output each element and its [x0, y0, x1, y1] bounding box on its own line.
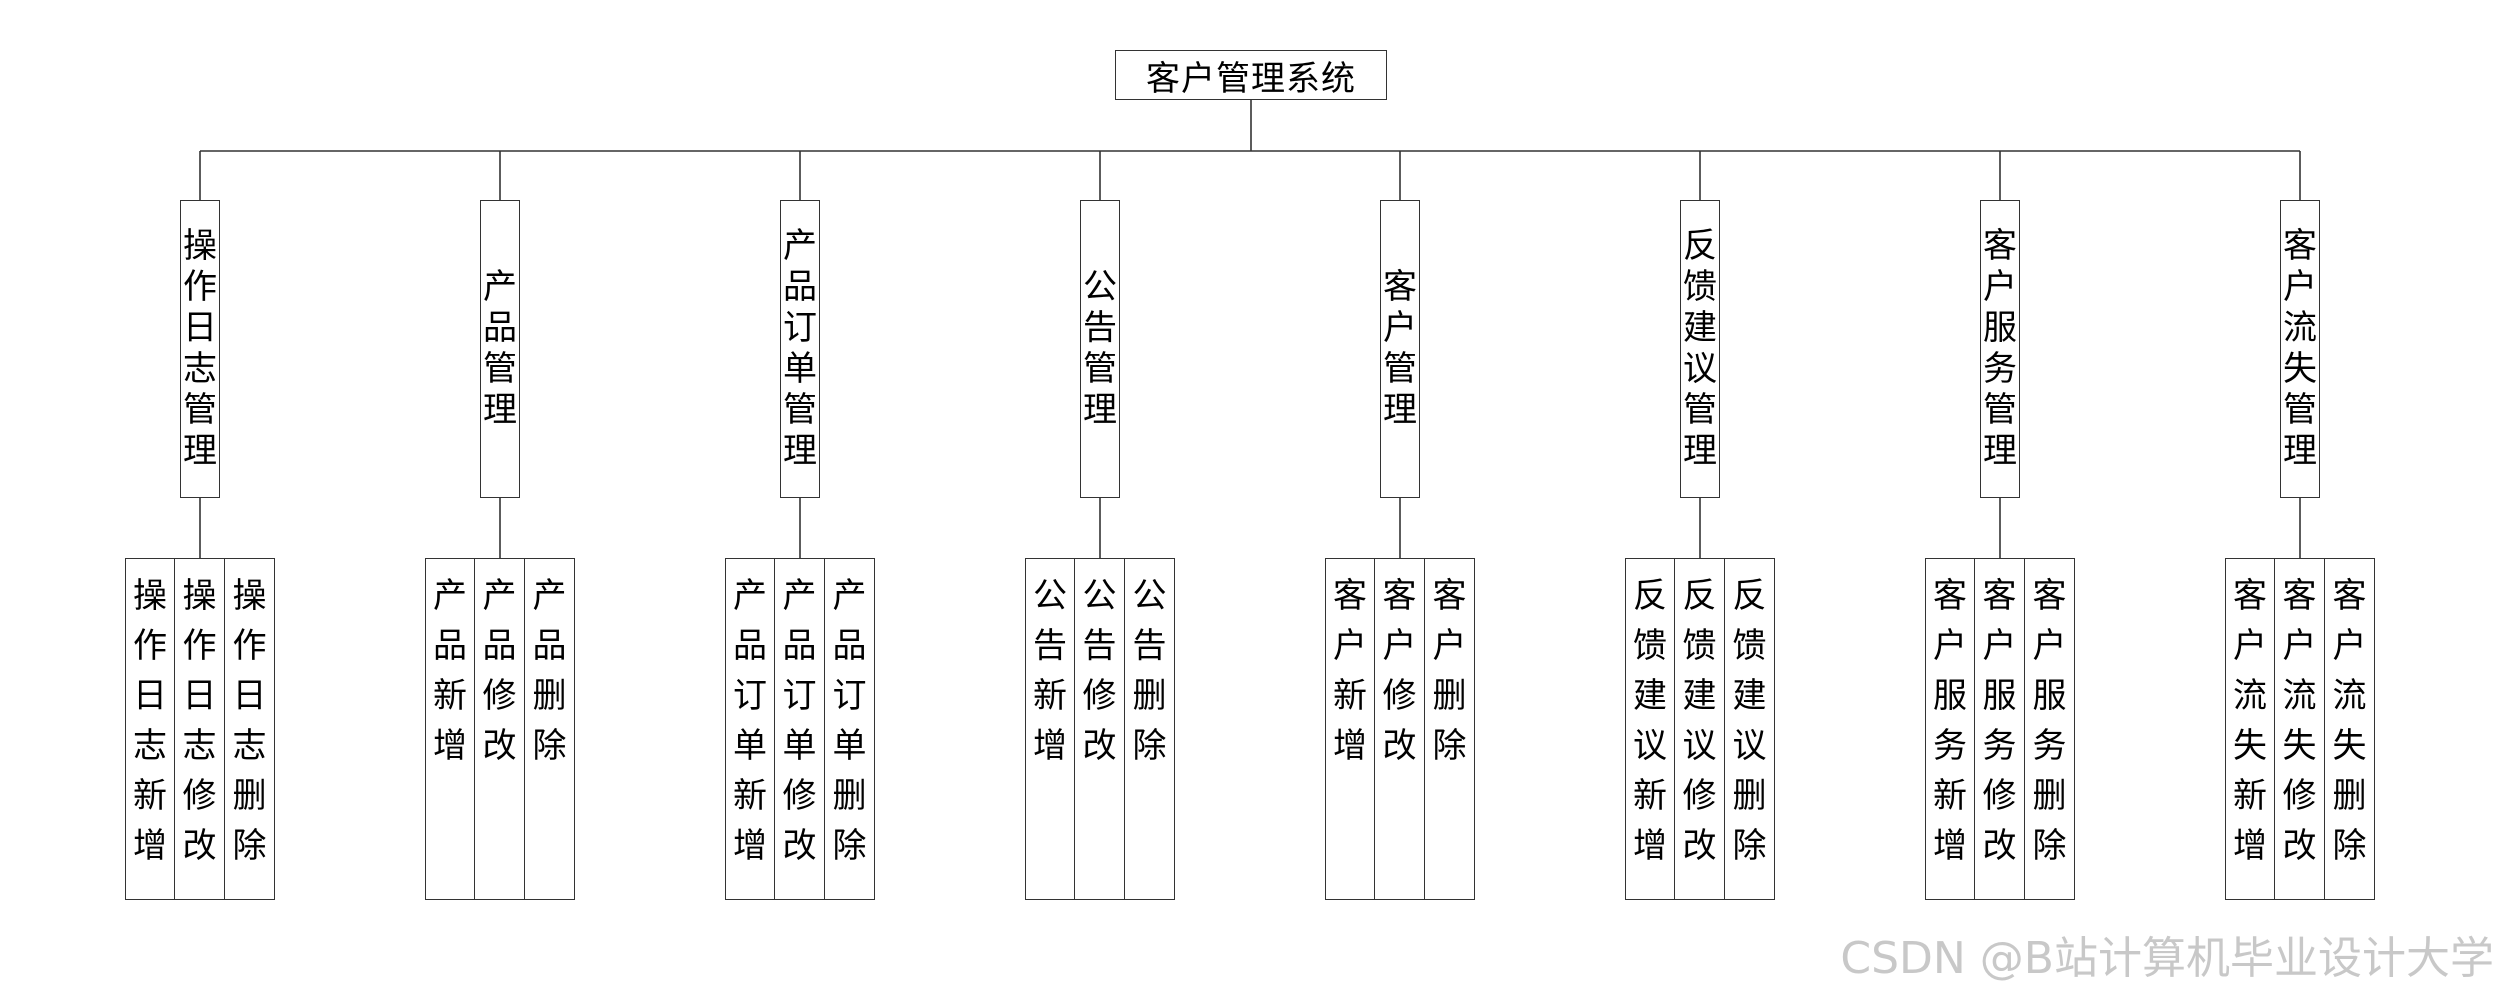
vertical-label: 反馈建议修改 [1682, 576, 1717, 866]
watermark: CSDN @B站计算机毕业设计大学 [1840, 933, 2494, 984]
leaf-node: 公告修改 [1074, 558, 1125, 900]
leaf-node: 公告删除 [1124, 558, 1175, 900]
vertical-label: 客户管理 [1383, 267, 1417, 430]
leaf-node: 产品订单新增 [725, 558, 775, 900]
module-node: 公告管理 [1080, 200, 1120, 498]
vertical-label: 客户服务删除 [2032, 576, 2067, 866]
module-node: 反馈建议管理 [1680, 200, 1720, 498]
vertical-label: 产品订单新增 [733, 576, 767, 866]
vertical-label: 客户服务新增 [1933, 576, 1967, 866]
vertical-label: 客户服务管理 [1983, 226, 2017, 471]
vertical-label: 公告管理 [1083, 267, 1117, 430]
vertical-label: 反馈建议管理 [1683, 226, 1717, 471]
leaf-node: 产品订单修改 [774, 558, 825, 900]
root-label: 客户管理系统 [1146, 58, 1356, 99]
module-node: 操作日志管理 [180, 200, 220, 498]
leaf-node: 产品修改 [474, 558, 525, 900]
leaf-node: 客户流失新增 [2225, 558, 2275, 900]
leaf-node: 客户服务修改 [1974, 558, 2025, 900]
vertical-label: 反馈建议新增 [1633, 576, 1667, 866]
vertical-label: 产品新增 [433, 576, 467, 766]
leaf-node: 客户服务新增 [1925, 558, 1975, 900]
vertical-label: 操作日志删除 [232, 576, 267, 866]
vertical-label: 反馈建议删除 [1732, 576, 1767, 866]
leaf-node: 客户流失删除 [2324, 558, 2375, 900]
leaf-node: 客户新增 [1325, 558, 1375, 900]
vertical-label: 客户流失管理 [2283, 226, 2317, 471]
vertical-label: 客户流失修改 [2282, 576, 2317, 866]
leaf-node: 反馈建议删除 [1724, 558, 1775, 900]
vertical-label: 客户流失删除 [2332, 576, 2367, 866]
leaf-node: 产品订单删除 [824, 558, 875, 900]
leaf-node: 公告新增 [1025, 558, 1075, 900]
leaf-node: 反馈建议修改 [1674, 558, 1725, 900]
vertical-label: 操作日志管理 [183, 226, 217, 471]
vertical-label: 客户新增 [1333, 576, 1367, 766]
module-node: 客户流失管理 [2280, 200, 2320, 498]
leaf-node: 操作日志新增 [125, 558, 175, 900]
root-node: 客户管理系统 [1115, 50, 1387, 100]
module-node: 客户服务管理 [1980, 200, 2020, 498]
leaf-node: 客户服务删除 [2024, 558, 2075, 900]
vertical-label: 客户修改 [1382, 576, 1417, 766]
leaf-node: 客户流失修改 [2274, 558, 2325, 900]
vertical-label: 公告新增 [1033, 576, 1067, 766]
leaf-node: 操作日志修改 [174, 558, 225, 900]
vertical-label: 产品订单删除 [832, 576, 867, 866]
vertical-label: 产品订单修改 [782, 576, 817, 866]
leaf-node: 客户修改 [1374, 558, 1425, 900]
vertical-label: 客户流失新增 [2233, 576, 2267, 866]
module-node: 客户管理 [1380, 200, 1420, 498]
vertical-label: 产品删除 [532, 576, 567, 766]
leaf-node: 产品删除 [524, 558, 575, 900]
leaf-node: 操作日志删除 [224, 558, 275, 900]
leaf-node: 反馈建议新增 [1625, 558, 1675, 900]
vertical-label: 客户服务修改 [1982, 576, 2017, 866]
module-node: 产品订单管理 [780, 200, 820, 498]
vertical-label: 公告删除 [1132, 576, 1167, 766]
vertical-label: 产品订单管理 [783, 226, 817, 471]
vertical-label: 产品管理 [483, 267, 517, 430]
vertical-label: 操作日志新增 [133, 576, 167, 866]
module-node: 产品管理 [480, 200, 520, 498]
leaf-node: 产品新增 [425, 558, 475, 900]
vertical-label: 公告修改 [1082, 576, 1117, 766]
vertical-label: 产品修改 [482, 576, 517, 766]
vertical-label: 客户删除 [1432, 576, 1467, 766]
vertical-label: 操作日志修改 [182, 576, 217, 866]
leaf-node: 客户删除 [1424, 558, 1475, 900]
